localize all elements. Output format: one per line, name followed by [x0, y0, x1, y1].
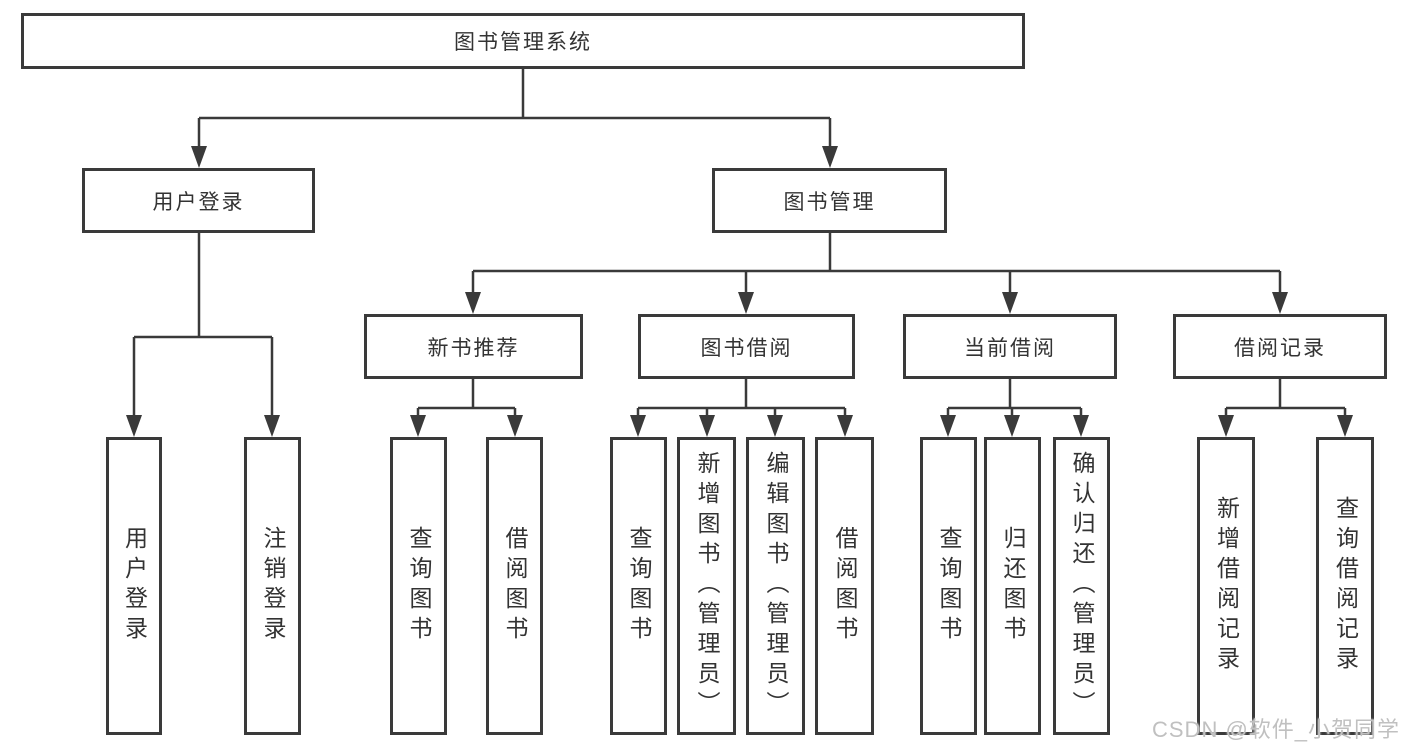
node-root-label: 图书管理系统 [454, 31, 592, 54]
watermark: CSDN @软件_小贺同学 [1152, 717, 1401, 742]
node-new-book-recommend: 新书推荐 [364, 314, 583, 379]
leaf-query-book-current: 查询图书 [920, 437, 977, 735]
node-new-book-recommend-label: 新书推荐 [427, 336, 520, 360]
leaf-return-book: 归还图书 [984, 437, 1041, 735]
leaf-logout: 注销登录 [244, 437, 301, 735]
leaf-confirm-return-admin-label: 确认归还（管理员） [1069, 451, 1095, 721]
leaf-borrow-book-recommend: 借阅图书 [486, 437, 543, 735]
leaf-user-login-label: 用户登录 [121, 526, 148, 646]
leaf-query-borrow-record: 查询借阅记录 [1316, 437, 1374, 735]
leaf-add-borrow-record: 新增借阅记录 [1197, 437, 1255, 735]
leaf-borrow-book: 借阅图书 [815, 437, 874, 735]
leaf-edit-book-admin-label: 编辑图书（管理员） [763, 451, 789, 721]
node-user-login-label: 用户登录 [152, 190, 245, 214]
leaf-logout-label: 注销登录 [260, 526, 286, 646]
leaf-borrow-book-recommend-label: 借阅图书 [502, 526, 528, 646]
leaf-query-book-borrow: 查询图书 [610, 437, 667, 735]
node-current-borrow-label: 当前借阅 [964, 336, 1056, 360]
leaf-confirm-return-admin: 确认归还（管理员） [1053, 437, 1110, 735]
leaf-add-book-admin-label: 新增图书（管理员） [694, 451, 720, 721]
leaf-query-book-current-label: 查询图书 [936, 526, 962, 646]
node-current-borrow: 当前借阅 [903, 314, 1117, 379]
leaf-query-book-borrow-label: 查询图书 [626, 526, 652, 646]
leaf-query-book-recommend: 查询图书 [390, 437, 447, 735]
node-user-login: 用户登录 [82, 168, 315, 233]
node-book-borrow-label: 图书借阅 [700, 336, 793, 360]
node-book-management-label: 图书管理 [783, 190, 876, 214]
node-book-borrow: 图书借阅 [638, 314, 855, 379]
leaf-query-borrow-record-label: 查询借阅记录 [1332, 496, 1359, 676]
node-borrow-records-label: 借阅记录 [1234, 336, 1326, 360]
leaf-user-login: 用户登录 [106, 437, 162, 735]
leaf-return-book-label: 归还图书 [1000, 526, 1026, 646]
node-root: 图书管理系统 [21, 13, 1025, 69]
leaf-edit-book-admin: 编辑图书（管理员） [746, 437, 805, 735]
leaf-query-book-recommend-label: 查询图书 [406, 526, 432, 646]
leaf-borrow-book-label: 借阅图书 [832, 526, 858, 646]
node-book-management: 图书管理 [712, 168, 947, 233]
leaf-add-book-admin: 新增图书（管理员） [677, 437, 736, 735]
leaf-add-borrow-record-label: 新增借阅记录 [1213, 496, 1240, 676]
node-borrow-records: 借阅记录 [1173, 314, 1387, 379]
